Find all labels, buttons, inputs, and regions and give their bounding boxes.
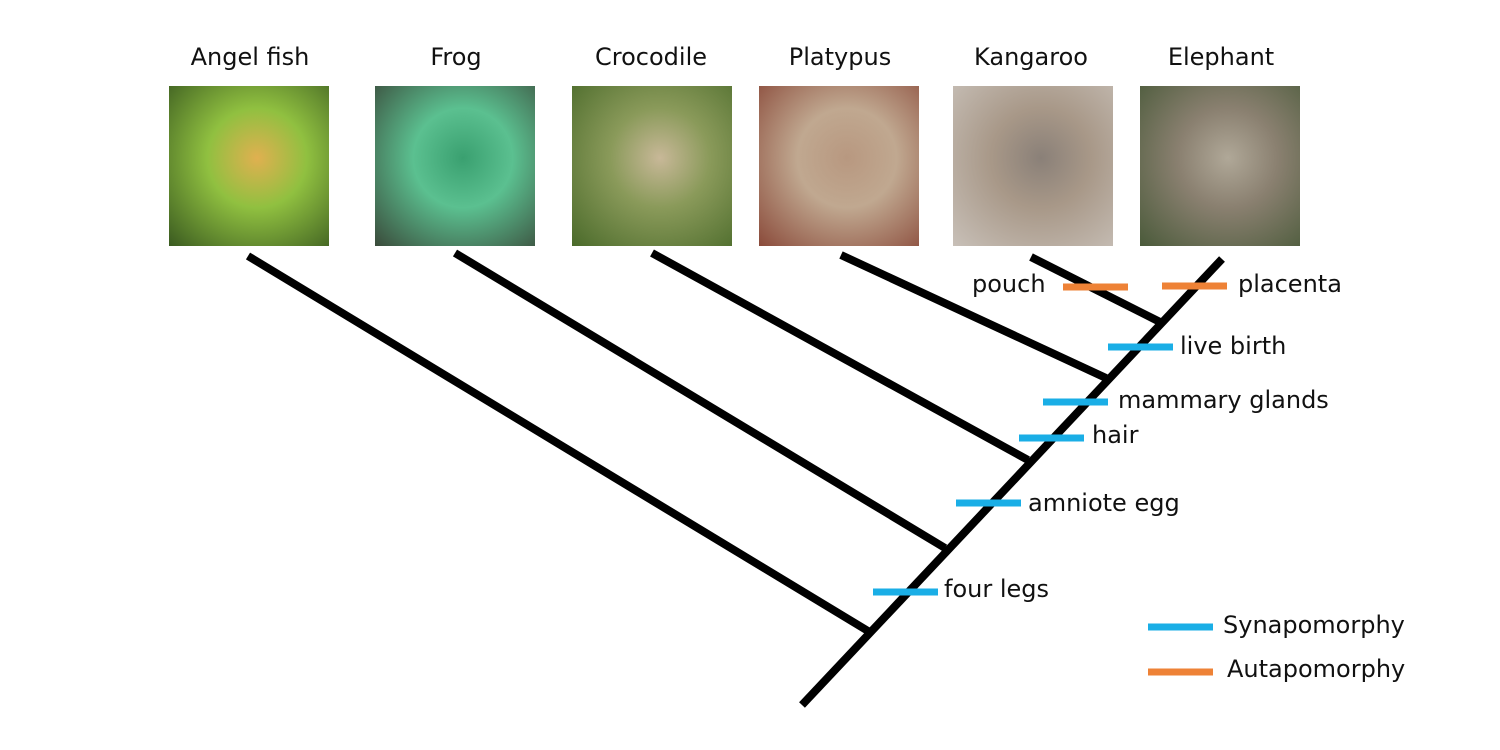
legend-label-synapomorphy: Synapomorphy [1223,611,1405,639]
photo-kangaroo [953,86,1113,246]
trait-label-amniote-egg: amniote egg [1028,489,1180,517]
taxon-label-kangaroo: Kangaroo [974,43,1088,71]
taxon-label-angel-fish: Angel fish [190,43,310,71]
trait-label-pouch: pouch [972,270,1046,298]
taxon-label-frog: Frog [430,43,482,71]
photo-elephant [1140,86,1300,246]
trait-label-four-legs: four legs [944,575,1050,603]
legend-label-autapomorphy: Autapomorphy [1227,655,1406,683]
taxon-label-elephant: Elephant [1167,43,1275,71]
trait-label-mammary-glands: mammary glands [1118,386,1329,414]
branch-angel-fish [245,252,871,635]
main-trunk [799,256,1225,708]
trait-label-hair: hair [1092,421,1139,449]
branch-crocodile [650,249,1030,464]
photo-angel-fish [169,86,329,246]
photo-frog [375,86,535,246]
trait-label-placenta: placenta [1238,270,1342,298]
taxon-label-platypus: Platypus [788,43,892,71]
branch-frog [452,249,948,552]
branch-platypus [839,251,1108,382]
taxon-label-crocodile: Crocodile [595,43,707,71]
photo-platypus [759,86,919,246]
trait-label-live-birth: live birth [1180,332,1287,360]
photo-crocodile [572,86,732,246]
